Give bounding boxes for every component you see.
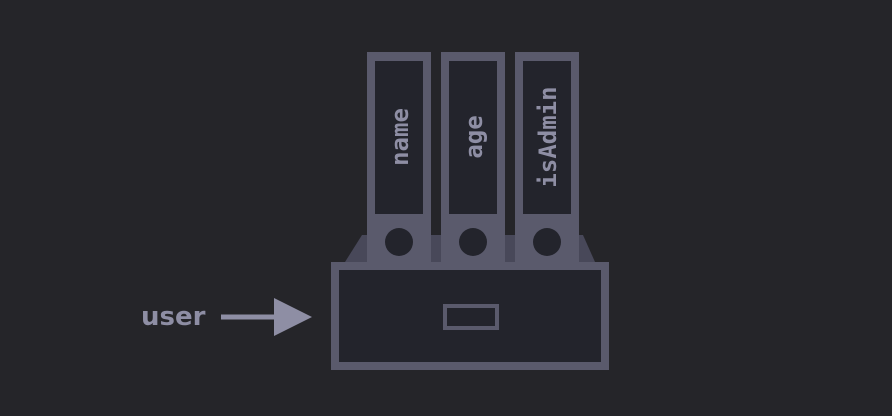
- binder-ring-hole: [533, 228, 561, 256]
- binder-spine-label-area: [523, 61, 571, 214]
- binder-ring-hole: [385, 228, 413, 256]
- arrow-right-icon: [221, 298, 312, 336]
- binder-spine-label-area: [375, 61, 423, 214]
- binder-age: age: [441, 52, 505, 266]
- arrow-head: [274, 298, 312, 336]
- cabinet-drawer: [331, 262, 609, 370]
- binder-spine-label: age: [460, 115, 488, 158]
- binder-spine-label-area: [449, 61, 497, 214]
- variable-label: user: [141, 302, 206, 332]
- drawer-face: [339, 270, 601, 362]
- binder-isadmin: isAdmin: [515, 52, 579, 266]
- drawer-handle: [443, 304, 499, 330]
- binder-spine-label: name: [386, 108, 414, 166]
- binder-ring-hole: [459, 228, 487, 256]
- binder-name: name: [367, 52, 431, 266]
- binder-spine-label: isAdmin: [534, 86, 562, 187]
